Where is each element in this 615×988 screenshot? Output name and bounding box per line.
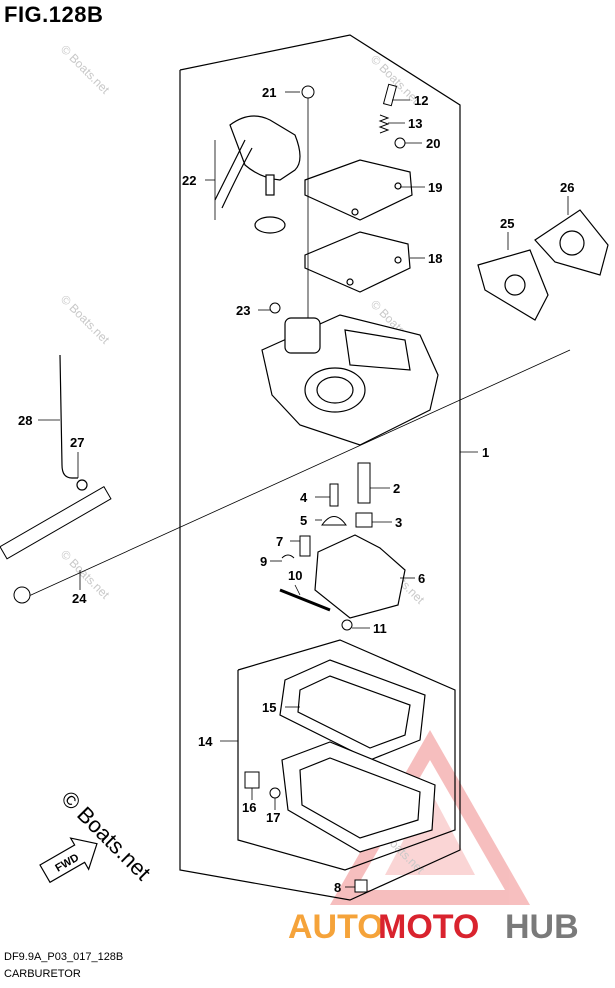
- callout-18: 18: [428, 251, 442, 266]
- callout-22: 22: [182, 173, 196, 188]
- callout-24: 24: [72, 591, 87, 606]
- screw-8: [354, 879, 368, 893]
- screw-20: [394, 137, 406, 149]
- watermark-text: © Boats.net: [58, 292, 113, 347]
- pin-10: [279, 588, 331, 612]
- jet-4: [329, 483, 339, 507]
- callout-6: 6: [418, 571, 425, 586]
- brand-part2: MOTO: [378, 908, 479, 946]
- callout-5: 5: [300, 513, 307, 528]
- drain-screw-16: [244, 771, 260, 789]
- callout-19: 19: [428, 180, 442, 195]
- fwd-arrow: FWD: [39, 837, 98, 884]
- needle-7: [299, 535, 311, 557]
- brand-part3: HUB: [505, 908, 579, 946]
- float-chamber: [281, 741, 436, 853]
- screw-11: [341, 619, 353, 631]
- brand-wordmark: AUTO MOTO HUB: [288, 908, 579, 946]
- figure-code: DF9.9A_P03_017_128B: [4, 951, 124, 963]
- callout-1: 1: [482, 445, 489, 460]
- screw-23: [269, 302, 281, 314]
- chamber-frame-14: [237, 639, 456, 871]
- jet-3: [355, 512, 373, 528]
- callout-28: 28: [18, 413, 32, 428]
- callout-21: 21: [262, 85, 276, 100]
- spring-13: [378, 114, 390, 134]
- callout-25: 25: [500, 216, 514, 231]
- carburetor-body: [261, 314, 439, 446]
- callout-14: 14: [198, 734, 213, 749]
- callouts: [38, 91, 569, 888]
- gasket-18: [304, 231, 411, 293]
- callout-7: 7: [276, 534, 283, 549]
- callout-27: 27: [70, 435, 84, 450]
- washer-17: [269, 787, 281, 799]
- cover-19: [304, 159, 413, 221]
- callout-26: 26: [560, 180, 574, 195]
- jet-5: [321, 516, 347, 526]
- callout-10: 10: [288, 568, 302, 583]
- callout-11: 11: [373, 621, 387, 636]
- wire-28: [59, 354, 88, 491]
- callout-2: 2: [393, 481, 400, 496]
- callout-23: 23: [236, 303, 250, 318]
- brand-part1: AUTO: [288, 908, 384, 946]
- callout-12: 12: [414, 93, 428, 108]
- bolt-24: [0, 349, 571, 604]
- callout-labels: 1 2 3 4 5 6 7 8 9 10 11 12 13 14 15 16 1…: [18, 85, 574, 895]
- callout-13: 13: [408, 116, 422, 131]
- clip-9: [281, 554, 295, 559]
- watermark-text: © Boats.net: [58, 42, 113, 97]
- jet-2: [357, 462, 371, 504]
- callout-8: 8: [334, 880, 341, 895]
- plate-26: [534, 209, 609, 276]
- callout-3: 3: [395, 515, 402, 530]
- screw-21: [301, 85, 315, 320]
- choke-lever-22: [214, 115, 301, 234]
- callout-20: 20: [426, 136, 440, 151]
- gasket-25: [477, 249, 549, 321]
- screw-12: [382, 83, 398, 107]
- callout-16: 16: [242, 800, 256, 815]
- gasket-15: [279, 659, 426, 761]
- callout-9: 9: [260, 554, 267, 569]
- figure-name: CARBURETOR: [4, 968, 81, 980]
- callout-4: 4: [300, 490, 308, 505]
- callout-15: 15: [262, 700, 276, 715]
- callout-17: 17: [266, 810, 280, 825]
- figure-title: FIG.128B: [4, 2, 104, 27]
- float-6: [314, 534, 406, 619]
- assembly-frame: [179, 34, 461, 901]
